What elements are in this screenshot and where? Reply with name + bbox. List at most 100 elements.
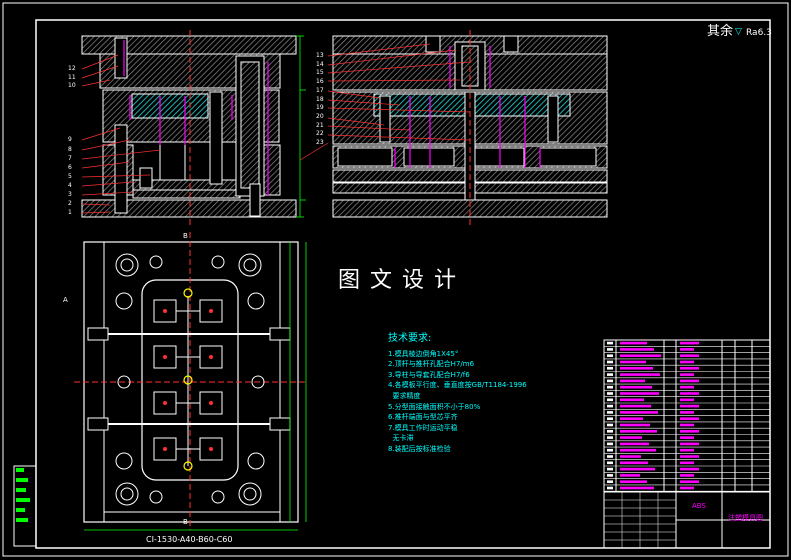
watermark-title: 图文设计 bbox=[338, 268, 467, 293]
parts-list-entry-mark bbox=[620, 411, 658, 414]
balloon-label: 19 bbox=[316, 104, 324, 112]
parts-list-entry-mark bbox=[620, 385, 652, 389]
parts-list-entry-mark bbox=[607, 341, 613, 345]
plan-view bbox=[74, 232, 307, 531]
parts-list-entry-mark bbox=[607, 480, 613, 483]
tech-item: 8.装配后按标准检验 bbox=[388, 444, 451, 453]
parts-list-entry-mark bbox=[620, 474, 640, 477]
parts-list-entry-mark bbox=[620, 461, 648, 465]
parts-list-entry-mark bbox=[680, 348, 694, 351]
parts-list-entry-mark bbox=[607, 360, 613, 364]
balloon-label: 18 bbox=[316, 95, 324, 103]
tech-item: 4.各模板平行度、垂直度按GB/T1184-1996 bbox=[388, 381, 527, 390]
parts-list-entry-mark bbox=[607, 385, 613, 389]
tech-item: 7.模具工作时运动平稳 bbox=[388, 423, 458, 432]
parts-list-entry-mark bbox=[680, 480, 699, 483]
balloon-label: 8 bbox=[68, 146, 72, 153]
parts-list-entry-mark bbox=[680, 486, 694, 490]
change-record-block bbox=[13, 465, 37, 547]
parts-list-entry-mark bbox=[680, 411, 694, 414]
tech-item: 1.模具棱边倒角1X45° bbox=[388, 349, 459, 358]
parts-list-entry-mark bbox=[607, 398, 613, 402]
parts-list-entry-mark bbox=[607, 417, 613, 420]
part-name-text: 注塑模具图 bbox=[728, 514, 763, 522]
left-balloon-leaders bbox=[81, 54, 161, 214]
parts-list-entry-mark bbox=[620, 417, 643, 420]
parts-list-entry-mark bbox=[607, 448, 613, 452]
parts-list-entry-mark bbox=[607, 392, 613, 395]
parts-list-entry-mark bbox=[607, 430, 613, 433]
parts-list-entry-mark bbox=[620, 392, 659, 395]
parts-list-entry-mark bbox=[680, 436, 694, 439]
roughness-value: Ra6.3 bbox=[746, 28, 772, 38]
parts-list-entry-mark bbox=[680, 404, 699, 408]
parts-list-entry-mark bbox=[607, 367, 613, 370]
section-mark-top: B bbox=[183, 232, 188, 240]
balloon-label: 6 bbox=[68, 164, 72, 171]
balloon-label: 7 bbox=[68, 155, 72, 162]
tech-item: 无卡滞 bbox=[388, 434, 414, 443]
parts-list-entry-mark bbox=[620, 367, 653, 370]
sheet-spec: CI-1530-A40-B60-C60 bbox=[146, 535, 233, 544]
parts-list-entry-mark bbox=[620, 436, 642, 439]
parts-list-entry-mark bbox=[620, 455, 641, 458]
balloon-label: 13 bbox=[316, 52, 324, 59]
tech-item: 6.推杆端面与型芯平齐 bbox=[388, 413, 458, 422]
balloon-label: 22 bbox=[316, 130, 324, 138]
balloon-label: 1 bbox=[68, 209, 72, 216]
parts-list-entry-mark bbox=[620, 373, 660, 376]
section-mark-left: A bbox=[63, 296, 68, 304]
parts-list-table bbox=[603, 339, 771, 493]
parts-list-entry-mark bbox=[680, 430, 699, 433]
tech-heading: 技术要求: bbox=[388, 333, 432, 344]
balloon-label: 21 bbox=[316, 121, 324, 129]
parts-list-entry-mark bbox=[607, 474, 613, 477]
parts-list-entry-mark bbox=[620, 379, 645, 383]
parts-list-entry-mark bbox=[620, 341, 647, 345]
parts-list-entry-mark bbox=[680, 354, 699, 357]
balloon-label: 4 bbox=[68, 182, 72, 189]
parts-list-entry-mark bbox=[620, 360, 646, 364]
parts-list-entry-mark bbox=[607, 486, 613, 490]
balloon-label: 10 bbox=[68, 82, 76, 89]
roughness-symbol: ▽ bbox=[735, 27, 742, 37]
parts-list-entry-mark bbox=[620, 430, 657, 433]
parts-list-entry-mark bbox=[607, 354, 613, 357]
parts-list-entry-mark bbox=[620, 354, 661, 357]
balloon-label: 16 bbox=[316, 78, 324, 86]
balloon-label: 9 bbox=[68, 136, 72, 143]
tech-item: 5.分型面接触面积不小于80% bbox=[388, 402, 481, 411]
parts-list-entry-mark bbox=[607, 436, 613, 439]
parts-list-entry-mark bbox=[620, 423, 650, 427]
balloon-label: 3 bbox=[68, 191, 72, 198]
balloon-label: 23 bbox=[316, 139, 324, 146]
balloon-label: 20 bbox=[316, 112, 324, 120]
parts-list-entry-mark bbox=[620, 486, 654, 490]
parts-list-entry-mark bbox=[680, 442, 699, 446]
balloon-label: 17 bbox=[316, 86, 324, 94]
section-mark-bottom: B bbox=[183, 518, 188, 526]
parts-list-entry-mark bbox=[680, 360, 694, 364]
parts-list-entry-mark bbox=[607, 411, 613, 414]
remainder-note: 其余 bbox=[707, 24, 734, 39]
parts-list-entry-mark bbox=[607, 373, 613, 376]
parts-list-entry-mark bbox=[680, 448, 694, 452]
parts-list-entry-mark bbox=[680, 423, 694, 427]
parts-list-entry-mark bbox=[680, 385, 694, 389]
parts-list-entry-mark bbox=[620, 348, 654, 351]
material-text: ABS bbox=[692, 502, 706, 510]
parts-list-entry-mark bbox=[680, 367, 699, 370]
parts-list-entry-mark bbox=[607, 404, 613, 408]
parts-list-entry-mark bbox=[607, 467, 613, 471]
parts-list-entry-mark bbox=[607, 461, 613, 465]
parts-list-entry-mark bbox=[620, 467, 655, 471]
parts-list-entry-mark bbox=[680, 398, 694, 402]
parts-list-entry-mark bbox=[620, 404, 651, 408]
parts-list-entry-mark bbox=[607, 442, 613, 446]
parts-list-entry-mark bbox=[607, 379, 613, 383]
parts-list-entry-mark bbox=[680, 461, 694, 465]
title-block bbox=[603, 491, 771, 549]
